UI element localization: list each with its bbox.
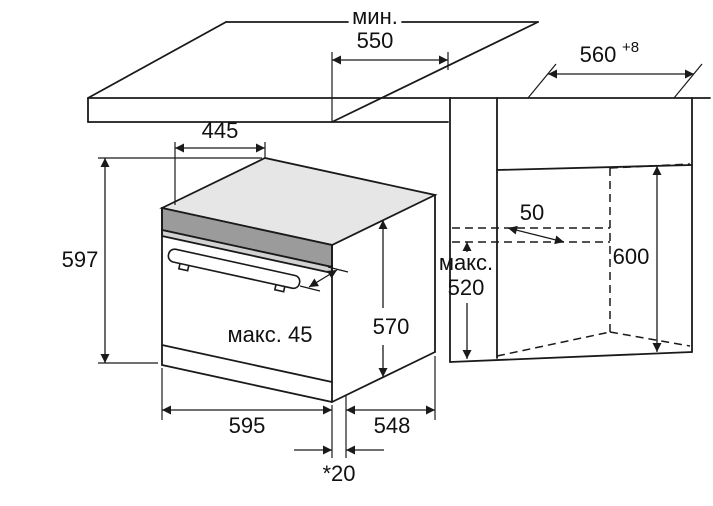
dimension-handle-max: макс. 45 [228,266,349,347]
dimension-recess-max: макс. 520 [439,242,493,359]
dimension-value: 548 [374,413,411,438]
worktop-niche-depth-edge [331,21,539,123]
worktop-left-depth-edge [87,21,227,99]
niche-top-edge [496,164,693,171]
dimension-niche-width: 560 +8 [527,39,703,99]
extension-line [327,266,349,273]
hidden-floor-back-edge [609,331,691,347]
dimension-value: 570 [373,314,410,339]
extension-line [299,285,321,292]
dimension-label: макс. 45 [228,322,313,347]
dimension-bottom-gap: *20 [294,445,384,486]
extension-line [673,63,703,99]
dimension-back-offset: 50 [507,200,565,245]
dimension-value: 597 [62,247,99,272]
cabinet [449,97,693,363]
dimension-oven-height: 597 [62,157,262,364]
dimension-line [308,269,338,288]
oven-front-bottom-edge [161,364,333,403]
hidden-floor-depth-edge [496,331,611,357]
dimension-line [507,225,565,245]
cabinet-bottom-edge [449,351,693,363]
dimension-value: 445 [202,118,239,143]
dimension-value: 520 [448,275,485,300]
dimension-rear-height: 570 [373,220,410,377]
dimension-value: *20 [322,461,355,486]
niche-hidden-lines [452,163,691,357]
dimension-value: 595 [229,413,266,438]
dimension-value: 560 [580,42,617,67]
extension-line [527,63,557,99]
dimension-niche-depth-min: мин. 550 [331,4,449,122]
dimension-oven-depth: 548 [345,356,436,458]
dimension-value: 550 [357,28,394,53]
oven-door-seam [161,344,333,383]
dimension-tolerance: +8 [622,39,639,56]
dimension-top-depth: 445 [174,118,266,205]
dimension-prefix: мин. [352,4,398,29]
oven-handle [167,248,301,290]
dimension-value: 50 [520,200,544,225]
oven [159,157,438,403]
worktop [87,21,711,123]
dimension-prefix: макс. [439,250,493,275]
dimension-oven-width: 595 [161,368,333,458]
dimension-niche-height: 600 [613,166,662,352]
hidden-ceiling-back-edge [609,163,691,169]
dimension-value: 600 [613,244,650,269]
